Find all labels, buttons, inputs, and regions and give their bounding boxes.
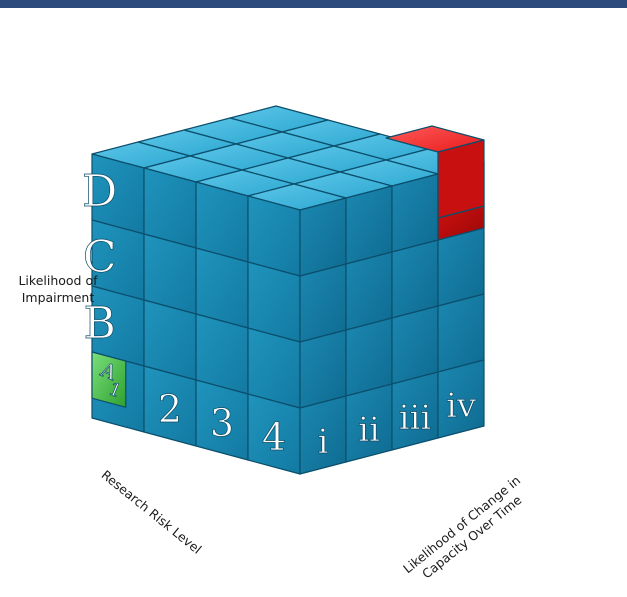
risk-level-4: 4: [262, 415, 286, 459]
risk-level-2: 2: [158, 387, 182, 431]
capacity-level-iv: iv: [446, 386, 477, 426]
right-cell: [438, 294, 484, 372]
right-cell: [392, 174, 438, 252]
y-axis-label-line1: Likelihood of: [8, 272, 108, 289]
right-cell: [300, 330, 346, 408]
right-cell: [346, 186, 392, 264]
right-cell: [438, 228, 484, 306]
right-cell: [346, 252, 392, 330]
capacity-level-i: i: [318, 422, 329, 462]
right-cell: [300, 198, 346, 276]
right-cell: [392, 240, 438, 318]
capacity-level-iii: iii: [399, 398, 432, 438]
right-cell: [300, 264, 346, 342]
risk-level-3: 3: [210, 401, 234, 445]
level-letter-d: D: [82, 166, 117, 217]
red-cell-side: [438, 140, 484, 218]
capacity-level-ii: ii: [358, 410, 380, 450]
y-axis-label: Likelihood of Impairment: [8, 272, 108, 306]
y-axis-label-line2: Impairment: [8, 289, 108, 306]
right-cell: [346, 318, 392, 396]
right-cell: [392, 306, 438, 384]
